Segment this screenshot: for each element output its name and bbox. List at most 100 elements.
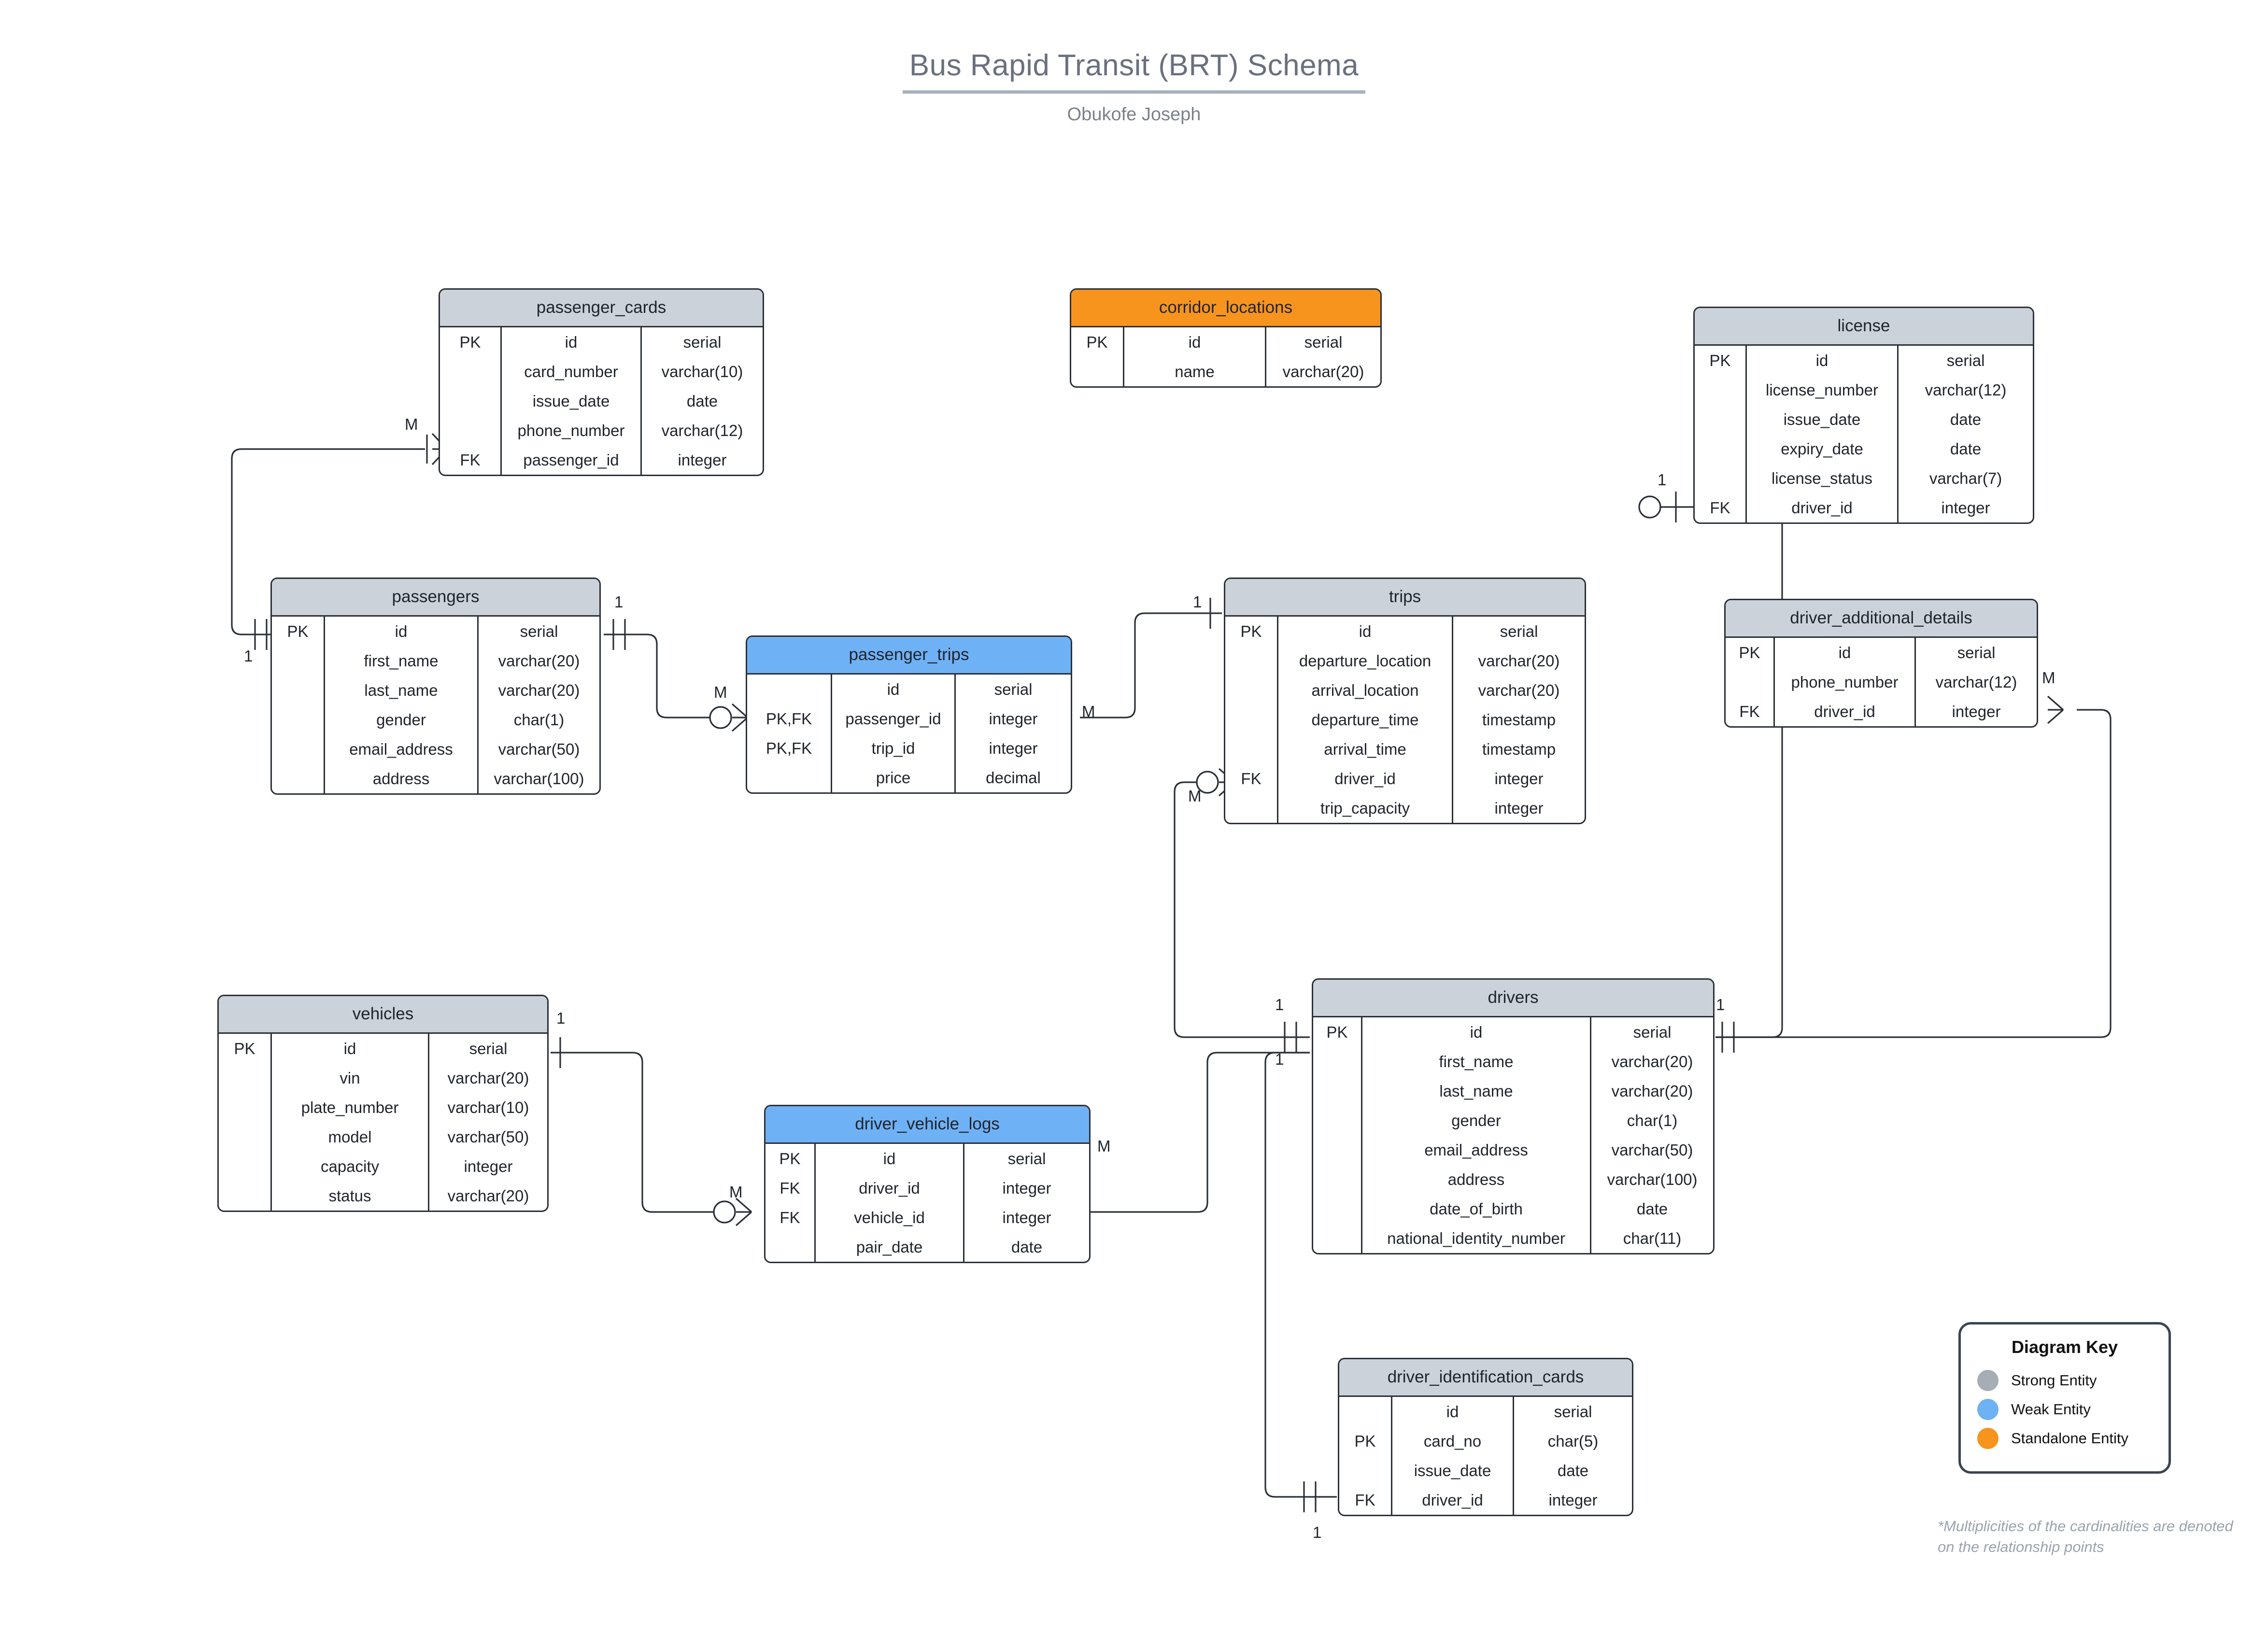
attribute-datatype: integer xyxy=(1002,1208,1051,1226)
footnote: *Multiplicities of the cardinalities are… xyxy=(1938,1518,2233,1555)
attribute-key-badge xyxy=(440,416,502,445)
entity-attribute-row: departure_location varchar(20) xyxy=(1225,646,1585,676)
attribute-name: name xyxy=(1124,357,1266,386)
attribute-key-badge xyxy=(1313,1106,1362,1135)
attribute-key-badge: FK xyxy=(1225,764,1278,793)
attribute-name: plate_number xyxy=(272,1093,429,1122)
attribute-key-badge xyxy=(1339,1456,1392,1485)
attribute-datatype: integer xyxy=(1002,1179,1051,1197)
attribute-datatype: serial xyxy=(1554,1402,1592,1421)
attribute-name: license_status xyxy=(1747,464,1899,493)
cardinality-label: 1 xyxy=(614,593,624,611)
attribute-datatype: varchar(100) xyxy=(1607,1170,1698,1188)
attribute-key-badge xyxy=(272,676,325,705)
attribute-datatype: varchar(20) xyxy=(498,681,580,699)
attribute-key-badge xyxy=(1695,375,1747,405)
attribute-key-badge: FK xyxy=(1695,493,1747,522)
attribute-name: last_name xyxy=(1362,1076,1591,1106)
attribute-key-badge xyxy=(1313,1047,1362,1076)
attribute-name: email_address xyxy=(1362,1135,1591,1165)
attribute-name: departure_location xyxy=(1278,646,1453,676)
attribute-name: national_identity_number xyxy=(1362,1224,1591,1253)
attribute-name: driver_id xyxy=(1775,697,1916,726)
attribute-datatype: decimal xyxy=(986,768,1041,787)
attribute-name: id xyxy=(502,327,642,357)
attribute-name: issue_date xyxy=(1747,405,1899,434)
attribute-name: id xyxy=(832,675,956,704)
attribute-datatype: integer xyxy=(1952,702,2001,720)
cardinality-label: 1 xyxy=(556,1009,566,1027)
attribute-datatype: varchar(20) xyxy=(498,651,580,670)
cardinality-label: 1 xyxy=(1275,1050,1284,1068)
attribute-key-badge xyxy=(1225,646,1278,676)
attribute-datatype: integer xyxy=(1494,769,1544,788)
attribute-name: capacity xyxy=(272,1152,429,1181)
attribute-key-badge xyxy=(1313,1224,1362,1253)
attribute-name: address xyxy=(1362,1165,1591,1194)
legend-item-weak-entity: Weak Entity xyxy=(1977,1399,2152,1420)
attribute-name: card_no xyxy=(1392,1426,1514,1456)
attribute-name: driver_id xyxy=(816,1173,964,1203)
attribute-datatype: serial xyxy=(1304,333,1343,351)
attribute-key-badge xyxy=(1313,1076,1362,1106)
attribute-name: id xyxy=(1124,327,1266,357)
attribute-datatype: char(11) xyxy=(1623,1229,1682,1247)
attribute-key-badge xyxy=(440,357,502,386)
attribute-datatype: serial xyxy=(1500,622,1538,640)
entity-attribute-row: name varchar(20) xyxy=(1071,357,1380,386)
attribute-key-badge xyxy=(1695,434,1747,464)
attribute-datatype: varchar(20) xyxy=(1478,651,1560,670)
attribute-datatype: integer xyxy=(678,451,727,469)
entity-table-title: trips xyxy=(1225,579,1585,617)
cardinality-label: M xyxy=(405,415,418,433)
legend-item-label: Weak Entity xyxy=(2011,1401,2091,1418)
legend-item-label: Strong Entity xyxy=(2011,1372,2097,1389)
attribute-datatype: varchar(20) xyxy=(447,1069,529,1087)
attribute-key-badge xyxy=(765,1232,816,1262)
attribute-datatype: varchar(20) xyxy=(1282,362,1364,380)
attribute-key-badge: FK xyxy=(1726,697,1775,726)
legend-item-strong-entity: Strong Entity xyxy=(1977,1370,2152,1391)
attribute-name: issue_date xyxy=(1392,1456,1514,1485)
attribute-datatype: serial xyxy=(520,622,558,640)
attribute-datatype: char(1) xyxy=(513,710,565,729)
attribute-datatype: integer xyxy=(1941,498,1990,517)
attribute-datatype: date xyxy=(1950,410,1982,428)
attribute-key-badge xyxy=(219,1093,272,1122)
entity-attribute-row: address varchar(100) xyxy=(1313,1165,1713,1194)
attribute-key-badge: PK xyxy=(1225,617,1278,646)
attribute-key-badge xyxy=(1071,357,1124,386)
attribute-name: expiry_date xyxy=(1747,434,1899,464)
legend-item-label: Standalone Entity xyxy=(2011,1430,2129,1447)
